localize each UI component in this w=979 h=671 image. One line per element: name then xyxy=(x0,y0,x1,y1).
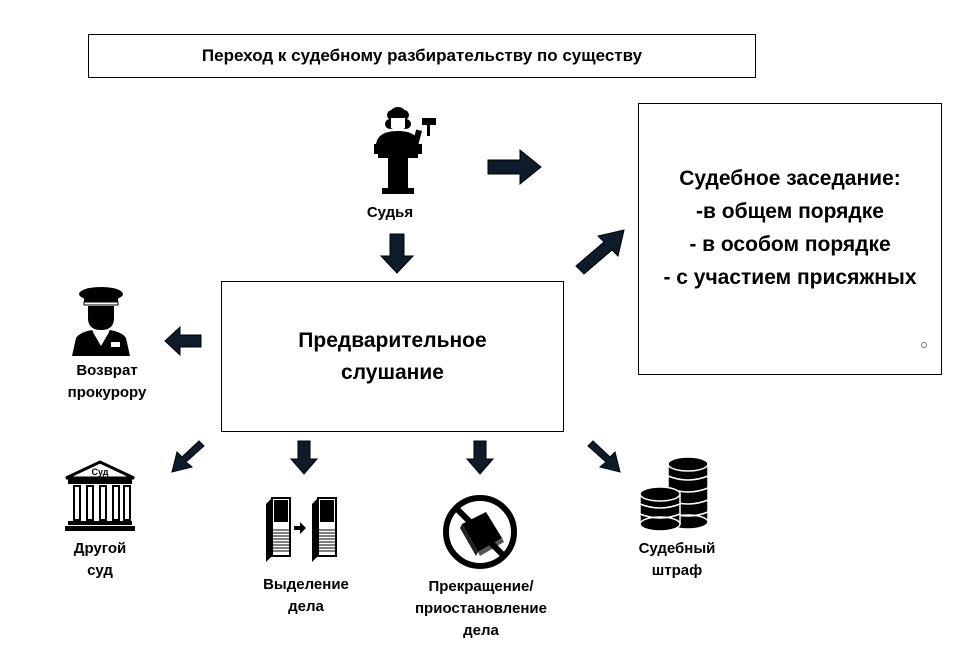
court-session-item: - в особом порядке xyxy=(689,233,891,256)
court-session-item: -в общем порядке xyxy=(696,200,884,223)
court-building-icon: Суд xyxy=(65,460,135,531)
arrow-hearing-to-fine xyxy=(587,440,621,473)
termination-label-line: дела xyxy=(463,622,499,639)
fine-label: Судебный штраф xyxy=(622,538,732,582)
diagram-title: Переход к судебному разбирательству по с… xyxy=(88,34,756,78)
termination-label-line: приостановление xyxy=(415,600,547,617)
fine-label-line: штраф xyxy=(651,562,703,579)
separation-label-line: дела xyxy=(288,598,324,615)
arrow-judge-to-session xyxy=(487,148,542,186)
judge-icon xyxy=(374,107,436,194)
court-session-heading: Судебное заседание: xyxy=(679,167,901,190)
arrow-hearing-to-session xyxy=(575,229,625,275)
prosecutor-icon xyxy=(72,287,130,356)
prohibited-book-icon xyxy=(443,495,517,569)
judge-label: Судья xyxy=(350,202,430,224)
separation-label: Выделение дела xyxy=(246,574,366,618)
other-court-label: Другой суд xyxy=(50,538,150,582)
termination-label: Прекращение/ приостановление дела xyxy=(404,576,558,642)
preliminary-hearing-label: Предварительное слушание xyxy=(298,328,487,384)
fine-label-line: Судебный xyxy=(638,540,716,557)
case-separation-icon xyxy=(266,497,337,562)
small-circle-mark xyxy=(921,342,927,348)
coins-icon xyxy=(639,456,709,532)
termination-label-line: Прекращение/ xyxy=(428,578,534,595)
prosecutor-label-line: прокурору xyxy=(67,384,147,401)
court-building-icon-text: Суд xyxy=(92,467,109,477)
arrow-hearing-to-other-court xyxy=(171,440,205,473)
court-session-item: - с участием присяжных xyxy=(663,266,917,289)
diagram-title-text: Переход к судебному разбирательству по с… xyxy=(201,46,643,65)
preliminary-hearing-box: Предварительное слушание xyxy=(221,281,564,432)
arrow-hearing-to-separation xyxy=(289,440,319,475)
arrow-hearing-to-prosecutor xyxy=(164,325,202,357)
other-court-label-line: суд xyxy=(87,562,113,579)
arrow-judge-to-hearing xyxy=(379,233,415,274)
court-session-box: Судебное заседание: -в общем порядке - в… xyxy=(638,103,942,375)
judge-label-text: Судья xyxy=(366,204,414,221)
separation-label-line: Выделение xyxy=(263,576,349,593)
arrow-hearing-to-termination xyxy=(465,440,495,475)
prosecutor-label: Возврат прокурору xyxy=(52,360,162,404)
prosecutor-label-line: Возврат xyxy=(76,362,138,379)
other-court-label-line: Другой xyxy=(73,540,127,557)
